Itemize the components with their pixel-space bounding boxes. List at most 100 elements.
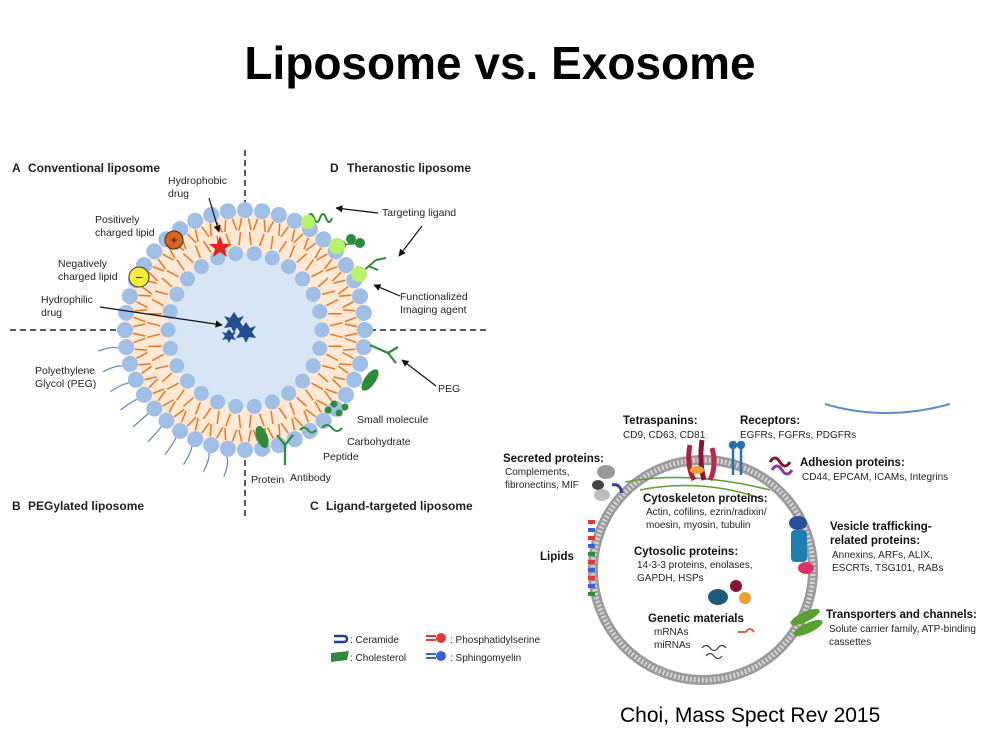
negative-sign: − xyxy=(135,270,143,285)
peg-arrow xyxy=(401,359,437,387)
lipid-head xyxy=(219,203,236,220)
cytosolic-protein-icons xyxy=(708,580,751,605)
lipid-head xyxy=(315,231,332,248)
lipid-tail xyxy=(321,290,336,296)
lipid-tail xyxy=(317,372,329,383)
panel-a-title: Conventional liposome xyxy=(28,161,160,175)
secreted-proteins-title: Secreted proteins: xyxy=(503,453,604,465)
tetraspanins-list: CD9, CD63, CD81 xyxy=(623,430,706,441)
lipid-tail xyxy=(209,424,212,437)
positive-sign: + xyxy=(170,233,177,247)
lipid-tail xyxy=(293,233,304,244)
lipid-head xyxy=(305,358,321,374)
lipid-tail xyxy=(133,337,146,344)
peg-chain xyxy=(102,365,123,373)
lipid-tail xyxy=(238,429,243,443)
lipid-tail xyxy=(180,410,187,423)
lipid-head xyxy=(254,203,271,220)
lipid-tail xyxy=(151,353,164,362)
label-positively-lipid: charged lipid xyxy=(95,227,155,239)
vesicle-line-2: ESCRTs, TSG101, RABs xyxy=(832,563,943,574)
vesicle-line-1: Annexins, ARFs, ALIX, xyxy=(832,550,933,561)
lipid-tail xyxy=(231,218,238,231)
lipid-tail xyxy=(296,396,308,407)
genetic-material-icons xyxy=(701,628,755,660)
peg-chain xyxy=(132,413,149,428)
lipid-tail xyxy=(326,298,339,307)
lipid-tail xyxy=(293,416,304,427)
lipid-tail xyxy=(202,407,212,420)
lipid-tail xyxy=(152,388,165,395)
lipid-tail xyxy=(151,298,164,307)
lipid-tail xyxy=(248,414,252,428)
lipid-head xyxy=(264,394,280,410)
lipids-title: Lipids xyxy=(540,551,574,563)
lipid-tail xyxy=(162,399,174,407)
lipid-tail xyxy=(161,372,173,383)
lipid-tail xyxy=(344,316,357,323)
lipid-tail xyxy=(186,233,197,244)
hydrophobic-drug-icon xyxy=(209,236,231,257)
legend-cholesterol: : Cholesterol xyxy=(350,653,406,664)
lipid-head xyxy=(237,442,253,458)
label-functionalized: Functionalized xyxy=(400,291,468,303)
lipid-tail xyxy=(303,237,310,250)
vesicle-trafficking-icon xyxy=(789,516,814,574)
lipid-tail xyxy=(311,270,324,278)
lipid-tail xyxy=(305,242,317,252)
lipid-tail xyxy=(182,253,194,264)
lipid-tail xyxy=(258,233,265,247)
lipid-tail xyxy=(314,401,322,413)
lipid-tail xyxy=(278,223,281,236)
legend-sphingomyelin: : Sphingomyelin xyxy=(450,653,521,664)
lipid-tail xyxy=(161,277,173,288)
lipid-tail xyxy=(333,279,346,284)
lipid-tail xyxy=(216,410,220,425)
label-small-molecule: Small molecule xyxy=(357,414,428,426)
lipid-tail xyxy=(194,402,201,415)
lipid-tail xyxy=(132,323,146,328)
lipid-tail xyxy=(224,427,227,441)
lipid-head xyxy=(158,412,175,429)
lipid-head xyxy=(146,400,163,417)
lipid-head xyxy=(228,398,244,414)
lipid-tail xyxy=(289,402,296,415)
targeting-ligand-arrow xyxy=(335,205,379,214)
label-carbohydrate: Carbohydrate xyxy=(347,436,411,448)
lipid-tail xyxy=(209,223,212,236)
label-protein: Protein xyxy=(251,474,284,486)
receptor-icon xyxy=(728,440,746,475)
neighbor-vesicle-arc xyxy=(824,403,951,414)
lipid-head xyxy=(228,246,244,262)
lipid-tail xyxy=(134,348,148,351)
lipid-tail xyxy=(326,353,339,362)
lipid-tail xyxy=(339,363,352,366)
lipid-tail xyxy=(200,422,210,434)
panel-b-letter: B xyxy=(12,499,21,513)
lipid-tail xyxy=(270,410,274,425)
vesicle-title-line-2: related proteins: xyxy=(830,535,920,547)
label-negatively: Negatively xyxy=(58,258,108,270)
lipid-head xyxy=(237,202,253,218)
lipid-tail xyxy=(182,396,194,407)
lipid-tail xyxy=(291,229,296,242)
adhesion-proteins-title: Adhesion proteins: xyxy=(800,457,905,469)
lipid-head xyxy=(162,304,178,320)
panel-c-letter: C xyxy=(310,499,319,513)
lipid-tail xyxy=(202,240,212,253)
lipid-head xyxy=(286,431,303,448)
panel-a-letter: A xyxy=(12,161,21,175)
lipid-legend: : Ceramide : Cholesterol : Phosphatidyls… xyxy=(331,633,540,664)
lipid-tail xyxy=(134,309,148,312)
cytoskeleton-fiber-2 xyxy=(639,484,761,499)
lipid-tail xyxy=(225,413,232,427)
lipid-head xyxy=(357,322,373,338)
lipid-tail xyxy=(329,321,343,327)
adhesion-proteins-list: CD44, EPCAM, ICAMs, Integrins xyxy=(802,472,948,483)
lipid-head xyxy=(355,304,372,321)
lipid-head xyxy=(169,286,185,302)
lipid-tail xyxy=(305,408,317,418)
genetic-materials-title: Genetic materials xyxy=(648,613,744,625)
lipid-tail xyxy=(144,376,157,381)
lipid-head xyxy=(169,358,185,374)
